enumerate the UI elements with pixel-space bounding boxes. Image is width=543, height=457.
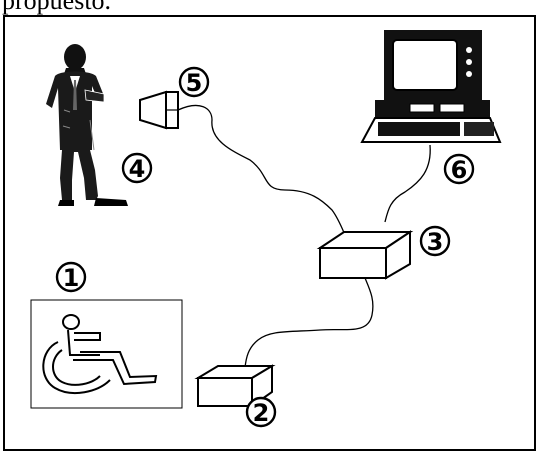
label-1: 1	[55, 261, 87, 293]
speaker-icon	[139, 90, 179, 130]
businessman-icon	[46, 44, 128, 206]
label-3-text: 3	[427, 228, 444, 256]
cable-speaker-to-hub	[177, 104, 346, 236]
number-labels: 1 2 3 4 5 6	[55, 66, 475, 428]
label-4-text: 4	[129, 155, 146, 183]
cable-hub-to-box	[244, 277, 374, 369]
label-4: 4	[121, 152, 153, 184]
label-6-text: 6	[451, 156, 468, 184]
label-5-text: 5	[186, 69, 203, 97]
wheelchair-icon	[30, 299, 183, 409]
device-box-small	[194, 364, 276, 408]
label-1-text: 1	[63, 264, 80, 292]
caption-text: propuesto.	[2, 0, 112, 15]
label-3: 3	[419, 225, 451, 257]
computer-icon	[360, 30, 502, 143]
label-2: 2	[245, 396, 277, 428]
label-2-text: 2	[253, 399, 270, 427]
label-6: 6	[443, 153, 475, 185]
cables	[177, 104, 431, 369]
diagram-frame	[3, 15, 536, 451]
label-5: 5	[178, 66, 210, 98]
device-box-large	[316, 230, 414, 280]
cable-computer-to-hub	[384, 144, 431, 223]
